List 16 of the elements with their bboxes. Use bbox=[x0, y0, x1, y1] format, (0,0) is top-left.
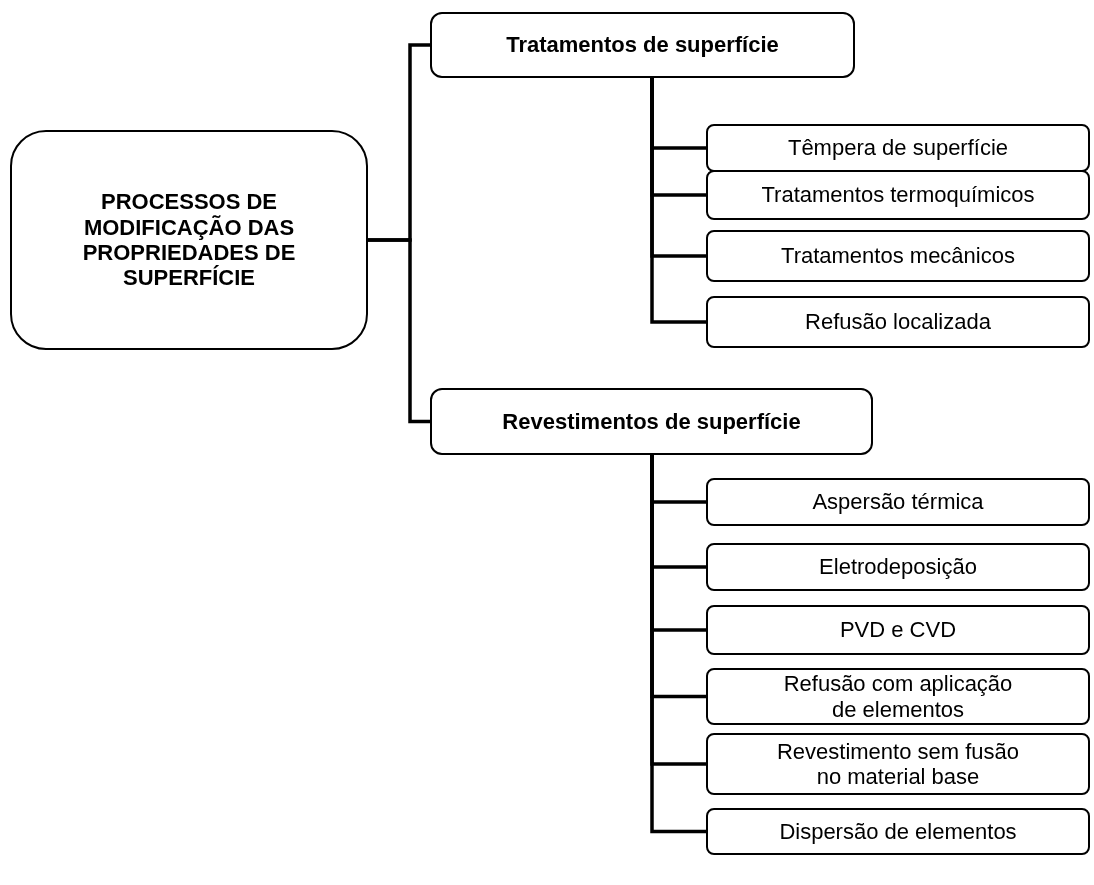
process-box: Revestimento sem fusão no material base bbox=[706, 733, 1090, 795]
process-box: Tratamentos termoquímicos bbox=[706, 170, 1090, 220]
process-box: Refusão com aplicação de elementos bbox=[706, 668, 1090, 725]
process-box: PVD e CVD bbox=[706, 605, 1090, 655]
category-box: PROCESSOS DE MODIFICAÇÃO DAS PROPRIEDADES DE SUPERFÍCIE bbox=[10, 130, 368, 350]
process-box: Têmpera de superfície bbox=[706, 124, 1090, 172]
category-box: Tratamentos de superfície bbox=[430, 12, 855, 78]
category-box: Revestimentos de superfície bbox=[430, 388, 873, 455]
connector-line bbox=[650, 455, 706, 834]
connector-line bbox=[650, 78, 706, 324]
process-box: Tratamentos mecânicos bbox=[706, 230, 1090, 282]
process-box: Aspersão térmica bbox=[706, 478, 1090, 526]
process-box: Eletrodeposição bbox=[706, 543, 1090, 591]
process-box: Refusão localizada bbox=[706, 296, 1090, 348]
connector-line bbox=[368, 238, 430, 424]
process-box: Dispersão de elementos bbox=[706, 808, 1090, 855]
